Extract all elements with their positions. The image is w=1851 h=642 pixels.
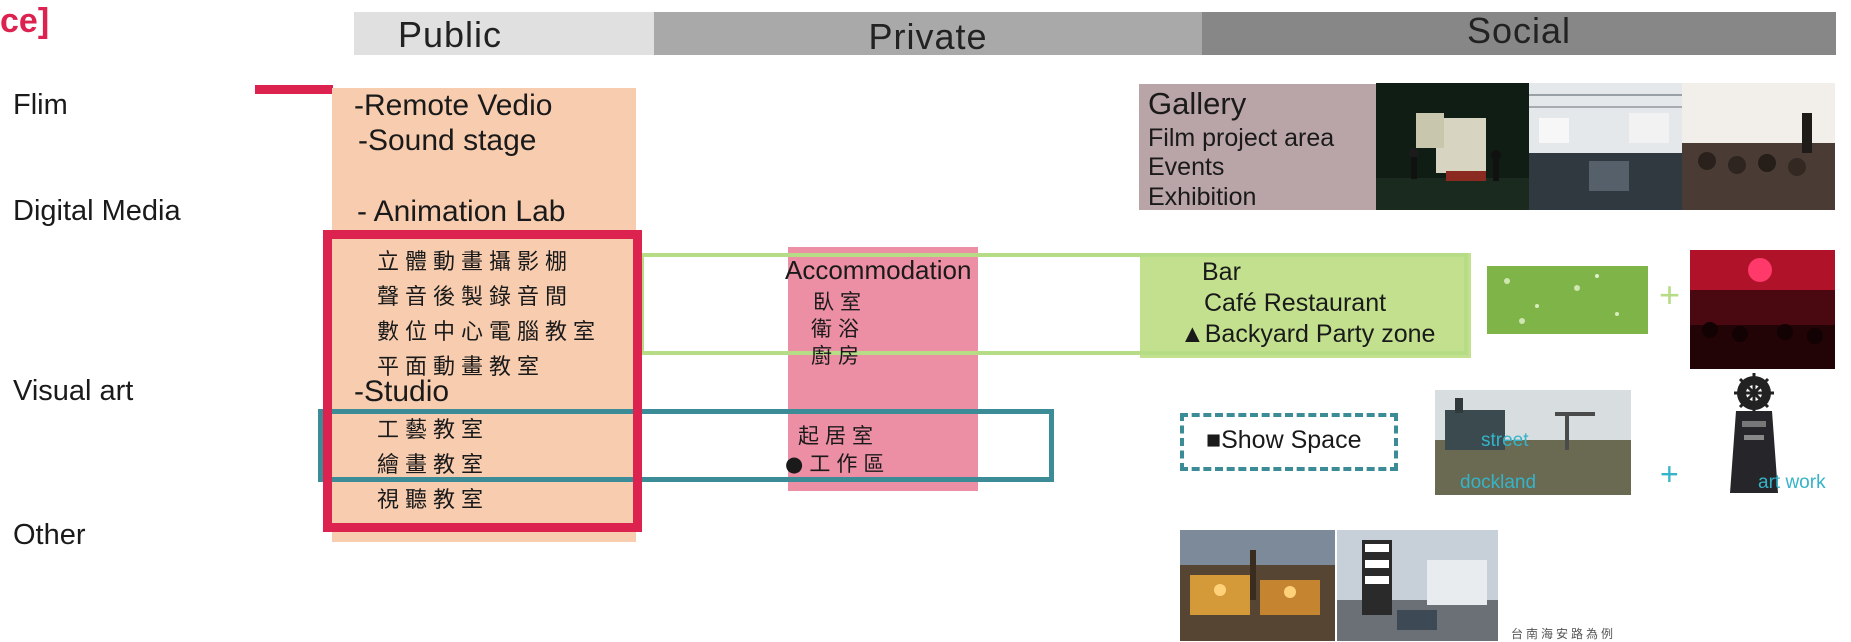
public-studio-room-3: 視聽教室	[377, 488, 490, 513]
dockland-label: dockland	[1460, 472, 1537, 493]
gallery-photo-performance	[1376, 83, 1529, 210]
private-accommodation: Accommodation	[785, 255, 972, 285]
zone-bar-social: Social	[1202, 10, 1836, 55]
corner-label: ce]	[0, 2, 50, 40]
social-green-block	[1140, 253, 1471, 358]
public-studio-room-1: 工藝教室	[377, 418, 490, 443]
social-show-space: ■Show Space	[1206, 426, 1362, 454]
public-room-2: 聲音後製錄音間	[377, 285, 574, 310]
gallery-block	[1139, 84, 1376, 210]
public-zone-block	[332, 88, 636, 542]
social-bar: Bar	[1202, 258, 1241, 286]
zone-bar-private: Private	[654, 12, 1202, 57]
public-studio: -Studio	[354, 375, 450, 408]
street-art-photo	[1337, 530, 1498, 641]
public-room-4: 平面動畫教室	[377, 355, 546, 380]
private-work: ●工作區	[785, 452, 891, 476]
social-cafe: Café Restaurant	[1204, 289, 1387, 317]
row-label-visual-art: Visual art	[13, 375, 134, 407]
public-remote-video: -Remote Vedio	[354, 89, 553, 122]
public-studio-room-2: 繪畫教室	[377, 453, 490, 478]
artwork-graphic	[1722, 373, 1786, 495]
gallery-photo-hall	[1529, 83, 1682, 210]
teal-outline	[318, 409, 1054, 482]
artwork-label: art work	[1758, 472, 1826, 493]
public-room-1: 立體動畫攝影棚	[377, 250, 574, 275]
gallery-item-3: Exhibition	[1148, 183, 1257, 211]
connector-line	[255, 85, 333, 94]
bottom-caption: 台南海安路為例	[1511, 627, 1617, 641]
dockland-photo	[1435, 390, 1631, 495]
night-market-photo	[1180, 530, 1335, 641]
public-room-3: 數位中心電腦教室	[377, 320, 602, 345]
teal-plus: +	[1660, 456, 1679, 492]
zone-label-public: Public	[398, 14, 503, 55]
dockland-street-label: street	[1481, 430, 1529, 451]
row-label-film: Flim	[13, 89, 68, 121]
row-label-digital-media: Digital Media	[13, 195, 181, 227]
private-room-2: 衛浴	[811, 317, 865, 341]
party-photo	[1690, 250, 1835, 369]
gallery-title: Gallery	[1148, 86, 1247, 121]
private-room-1: 臥室	[813, 290, 867, 314]
green-link-outline	[640, 253, 1468, 355]
crimson-outline	[323, 230, 642, 532]
social-backyard: ▲Backyard Party zone	[1180, 320, 1436, 348]
private-zone-block	[788, 247, 978, 491]
public-sound-stage: -Sound stage	[358, 124, 537, 157]
zone-label-private: Private	[868, 16, 988, 57]
private-room-3: 廚房	[811, 344, 865, 368]
public-animation-lab: - Animation Lab	[357, 195, 566, 228]
gallery-item-2: Events	[1148, 153, 1225, 181]
gallery-photo-audience	[1682, 83, 1835, 210]
grass-photo	[1487, 266, 1648, 334]
zone-label-social: Social	[1466, 10, 1572, 51]
green-plus: +	[1659, 274, 1681, 315]
private-living: 起居室	[798, 424, 879, 448]
gallery-item-1: Film project area	[1148, 124, 1335, 152]
row-label-other: Other	[13, 519, 86, 551]
zone-bar-public: Public	[354, 12, 654, 55]
show-space-box	[1180, 413, 1398, 471]
